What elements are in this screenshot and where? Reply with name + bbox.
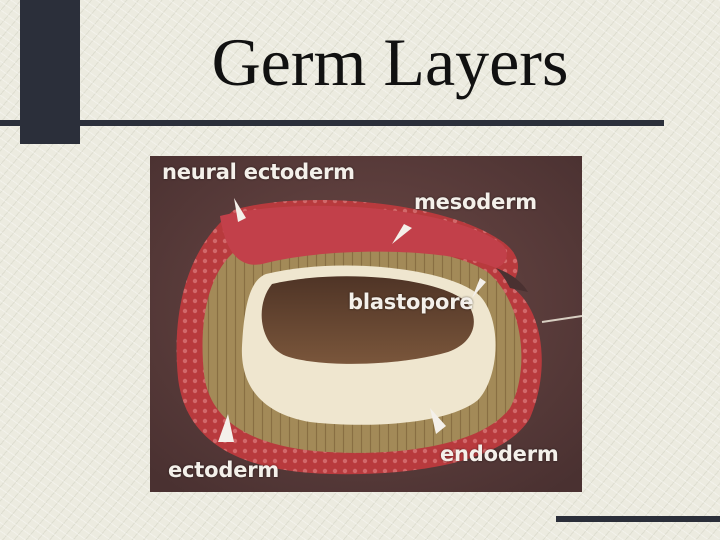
label-endoderm: endoderm	[440, 442, 559, 466]
neural-ectoderm-arrow	[234, 198, 246, 222]
label-ectoderm: ectoderm	[168, 458, 280, 482]
label-blastopore: blastopore	[348, 290, 474, 314]
yolk-region	[261, 276, 474, 364]
blastopore-arrow	[472, 278, 486, 298]
embryo-figure: neural ectoderm mesoderm blastopore ecto…	[150, 156, 582, 492]
pointer-line	[541, 315, 582, 323]
embryo-illustration	[150, 156, 582, 492]
label-neural-ectoderm: neural ectoderm	[162, 160, 355, 184]
title-rule	[0, 120, 664, 126]
blastopore-notch	[496, 268, 528, 292]
neural-ectoderm-band	[220, 205, 507, 268]
endoderm-arrow	[430, 408, 446, 434]
footer-rule	[556, 516, 720, 522]
label-mesoderm: mesoderm	[414, 190, 537, 214]
slide-title: Germ Layers	[211, 24, 569, 100]
mesoderm-arrow	[392, 224, 412, 244]
ectoderm-arrow	[218, 414, 234, 442]
